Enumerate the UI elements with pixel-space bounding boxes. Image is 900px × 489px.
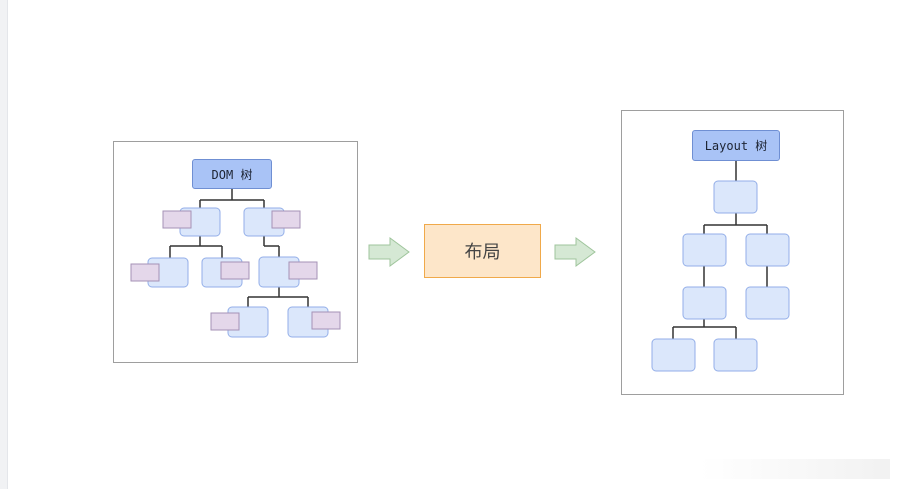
dom-edge-right (263, 236, 280, 257)
layout-edge-level1 (703, 213, 768, 234)
dom-style-tag-2 (271, 210, 301, 229)
dom-edge-deep (247, 287, 309, 307)
dom-style-tag-6 (210, 312, 240, 331)
layout-process-box: 布局 (424, 224, 541, 278)
dom-tree-panel: DOM 树 (113, 141, 358, 363)
layout-node-3 (745, 233, 790, 267)
layout-process-label: 布局 (464, 242, 501, 262)
dom-tree-root: DOM 树 (192, 159, 272, 189)
layout-node-4 (682, 286, 727, 320)
dom-edge-left (169, 236, 223, 258)
layout-tree-diagram (651, 161, 790, 372)
layout-edge-level3 (672, 319, 737, 339)
layout-tree-root-label: Layout 树 (704, 139, 768, 153)
dom-style-tag-3 (130, 263, 160, 282)
layout-node-7 (713, 338, 758, 372)
right-arrow-icon (368, 237, 410, 267)
layout-edge-level2 (703, 266, 768, 287)
layout-node-1 (713, 180, 758, 214)
layout-node-5 (745, 286, 790, 320)
right-arrow-icon (554, 237, 596, 267)
layout-tree-root: Layout 树 (692, 130, 780, 161)
window-left-edge (0, 0, 8, 489)
dom-style-tag-1 (162, 210, 192, 229)
dom-style-tag-7 (311, 311, 341, 330)
layout-node-6 (651, 338, 696, 372)
dom-tree-root-label: DOM 树 (211, 167, 253, 182)
watermark-fade (700, 459, 890, 479)
dom-tree-diagram (130, 189, 341, 338)
dom-style-tag-4 (220, 261, 250, 280)
layout-node-2 (682, 233, 727, 267)
dom-style-tag-5 (288, 261, 318, 280)
layout-tree-panel: Layout 树 (621, 110, 844, 395)
dom-edge-root (199, 189, 265, 208)
